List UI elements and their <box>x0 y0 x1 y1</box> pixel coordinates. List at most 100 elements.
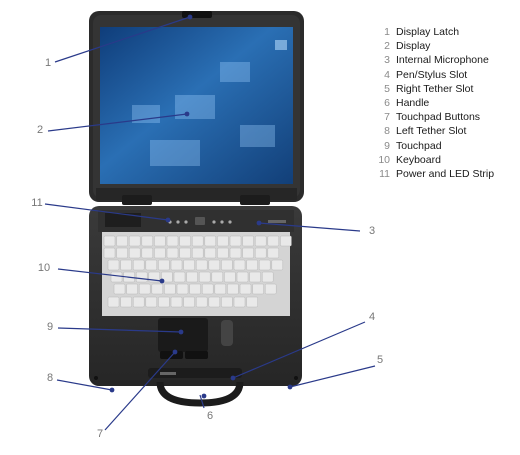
keycap <box>176 283 189 295</box>
keycap <box>195 259 208 271</box>
leader-dot-3 <box>256 220 262 226</box>
wallpaper-tile-1 <box>175 95 215 119</box>
led-4 <box>212 220 216 224</box>
stylus-tip <box>160 372 176 375</box>
scroll-rocker <box>221 320 233 346</box>
keycap <box>183 296 195 308</box>
keycap <box>166 247 179 259</box>
keycap <box>204 247 217 259</box>
hinge-left <box>122 195 152 205</box>
legend-number: 5 <box>384 82 390 95</box>
keycap <box>145 296 158 308</box>
leader-dot-7 <box>172 349 178 355</box>
keycap <box>280 235 292 247</box>
leader-10 <box>57 268 163 282</box>
leader-5 <box>289 365 376 388</box>
legend-label: Power and LED Strip <box>396 167 495 180</box>
keycap <box>107 296 120 308</box>
keycap <box>211 271 224 283</box>
keycap <box>229 247 242 259</box>
keycap <box>120 296 132 308</box>
led-3 <box>184 220 188 224</box>
callout-5: 5 <box>376 354 384 366</box>
keycap <box>221 259 233 271</box>
keycap <box>179 235 191 247</box>
keycap <box>221 296 233 308</box>
led-5 <box>220 220 224 224</box>
keycap <box>254 235 267 247</box>
callout-8: 8 <box>46 372 54 384</box>
keycap <box>138 283 151 295</box>
keycap <box>267 235 280 247</box>
leader-dot-5 <box>287 384 293 390</box>
keycap <box>103 247 116 259</box>
keycap <box>120 259 132 271</box>
keycap <box>249 271 261 283</box>
keycap <box>107 259 120 271</box>
leader-dot-9 <box>178 329 184 335</box>
callout-10: 10 <box>37 262 51 274</box>
keycap <box>189 283 201 295</box>
legend-item: 11 Power and LED Strip <box>372 167 494 181</box>
keycap <box>126 283 138 295</box>
keycap <box>166 235 179 247</box>
leader-1 <box>54 16 191 63</box>
leader-dot-11 <box>165 217 171 223</box>
callout-1: 1 <box>44 57 52 69</box>
keycap <box>208 259 221 271</box>
keycap <box>141 235 154 247</box>
legend-item: 6 Handle <box>372 96 494 110</box>
legend-label: Left Tether Slot <box>396 125 467 138</box>
legend-label: Display Latch <box>396 26 460 38</box>
led-6 <box>228 220 232 224</box>
keycap <box>195 296 208 308</box>
keycap <box>271 259 284 271</box>
keycap <box>198 271 211 283</box>
legend-number: 6 <box>384 96 390 109</box>
keycap <box>141 247 154 259</box>
legend-label: Display <box>396 40 431 53</box>
keycap <box>103 235 116 247</box>
legend-number: 11 <box>379 167 390 180</box>
legend-label: Handle <box>396 96 430 109</box>
leader-9 <box>57 327 182 333</box>
callout-6: 6 <box>206 410 214 422</box>
keycap <box>116 247 128 259</box>
keycap <box>229 235 242 247</box>
keycap <box>170 259 183 271</box>
keycap <box>204 235 217 247</box>
keycap <box>116 235 128 247</box>
leader-dot-2 <box>184 111 190 117</box>
keycap <box>201 283 214 295</box>
keycap <box>191 247 204 259</box>
keycap <box>233 296 246 308</box>
keycap <box>145 259 158 271</box>
legend-item: 8 Left Tether Slot <box>372 124 494 138</box>
legend-item: 1 Display Latch <box>372 25 494 39</box>
keycap <box>128 247 141 259</box>
legend-number: 8 <box>384 125 390 138</box>
keycap <box>208 296 221 308</box>
leader-2 <box>47 113 188 132</box>
keycap <box>154 235 166 247</box>
keyboard-keys <box>103 235 292 308</box>
legend-number: 1 <box>384 26 390 38</box>
callout-7: 7 <box>96 428 104 440</box>
keycap <box>164 283 176 295</box>
legend-label: Touchpad Buttons <box>396 111 481 124</box>
keycap <box>217 235 229 247</box>
keycap <box>191 235 204 247</box>
legend-number: 9 <box>384 139 390 152</box>
keycap <box>264 283 277 295</box>
legend-label: Right Tether Slot <box>396 82 474 95</box>
led-2 <box>176 220 180 224</box>
leader-dot-10 <box>159 278 165 284</box>
callout-2: 2 <box>36 124 44 136</box>
hinge-right <box>240 195 270 205</box>
screen-badge <box>275 40 287 50</box>
callout-3: 3 <box>368 225 376 237</box>
leader-dot-1 <box>187 14 193 20</box>
